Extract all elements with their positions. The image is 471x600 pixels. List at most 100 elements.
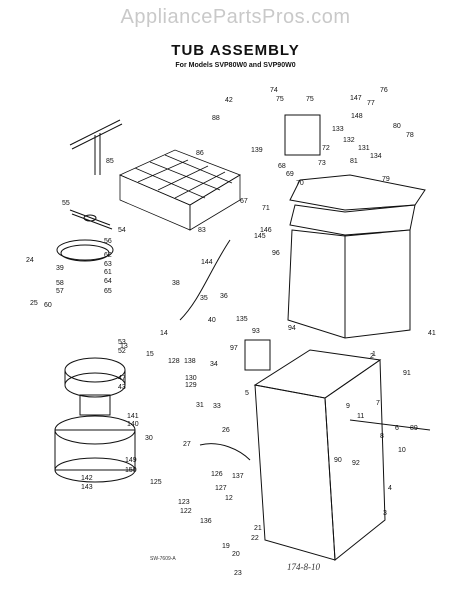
callout-129: 129 [185, 382, 197, 389]
callout-86: 86 [196, 150, 204, 157]
callout-34: 34 [210, 361, 218, 368]
callout-6: 6 [395, 425, 399, 432]
callout-30: 30 [145, 435, 153, 442]
callout-77: 77 [367, 100, 375, 107]
diagram-subtitle: For Models SVP80W0 and SVP90W0 [175, 62, 296, 69]
callout-13: 13 [120, 343, 128, 350]
spray-arm [69, 119, 123, 175]
callout-61: 61 [104, 269, 112, 276]
callout-91: 91 [403, 370, 411, 377]
cabinet [253, 349, 386, 561]
callout-2: 2 [370, 353, 374, 360]
diagram-title: TUB ASSEMBLY [171, 42, 300, 59]
callout-73: 73 [318, 160, 326, 167]
callout-80: 80 [393, 123, 401, 130]
callout-40: 40 [208, 317, 216, 324]
heating-element [56, 239, 114, 262]
callout-75b: 75 [306, 96, 314, 103]
callout-90: 90 [334, 457, 342, 464]
filter-bracket [284, 114, 321, 156]
callout-146: 146 [260, 227, 272, 234]
callout-9: 9 [346, 403, 350, 410]
callout-21: 21 [254, 525, 262, 532]
callout-labels: 1 2 3 4 5 6 7 8 9 10 11 12 13 14 15 19 2… [26, 87, 436, 577]
callout-12: 12 [225, 495, 233, 502]
callout-147: 147 [350, 95, 362, 102]
callout-136: 136 [200, 518, 212, 525]
callout-127: 127 [215, 485, 227, 492]
callout-20: 20 [232, 551, 240, 558]
callout-55: 55 [62, 200, 70, 207]
callout-4: 4 [388, 485, 392, 492]
callout-144: 144 [201, 259, 213, 266]
callout-71: 71 [262, 205, 270, 212]
callout-78: 78 [406, 132, 414, 139]
callout-74: 74 [270, 87, 278, 94]
callout-97: 97 [230, 345, 238, 352]
callout-141: 141 [127, 413, 139, 420]
callout-67: 67 [240, 198, 248, 205]
callout-69: 69 [286, 171, 294, 178]
callout-39: 39 [56, 265, 64, 272]
callout-64: 64 [104, 278, 112, 285]
callout-134: 134 [370, 153, 382, 160]
callout-139: 139 [251, 147, 263, 154]
callout-93: 93 [252, 328, 260, 335]
callout-5: 5 [245, 390, 249, 397]
callout-63: 63 [104, 261, 112, 268]
callout-72: 72 [322, 145, 330, 152]
callout-143: 143 [81, 484, 93, 491]
timer [244, 339, 271, 371]
callout-122: 122 [180, 508, 192, 515]
callout-149: 149 [125, 457, 137, 464]
lower-spray-arm [69, 209, 113, 230]
callout-1: 1 [372, 351, 376, 358]
callout-26: 26 [222, 427, 230, 434]
callout-125: 125 [150, 479, 162, 486]
callout-70: 70 [296, 180, 304, 187]
callout-148: 148 [351, 113, 363, 120]
callout-23: 23 [234, 570, 242, 577]
callout-135: 135 [236, 316, 248, 323]
callout-92: 92 [352, 460, 360, 467]
callout-89: 89 [410, 425, 418, 432]
handwritten-note: 174-8-10 [287, 562, 320, 572]
callout-54: 54 [118, 227, 126, 234]
callout-65: 65 [104, 288, 112, 295]
callout-47: 47 [118, 375, 126, 382]
tub [287, 174, 426, 339]
callout-81: 81 [350, 158, 358, 165]
callout-138: 138 [184, 358, 196, 365]
callout-38: 38 [172, 280, 180, 287]
callout-145: 145 [254, 233, 266, 240]
drawing-code: SW-7609-A [150, 556, 176, 562]
callout-19: 19 [222, 543, 230, 550]
callout-75a: 75 [276, 96, 284, 103]
callout-3: 3 [383, 510, 387, 517]
callout-58: 58 [56, 280, 64, 287]
callout-25: 25 [30, 300, 38, 307]
fill-hose [179, 239, 231, 321]
callout-42: 42 [225, 97, 233, 104]
callout-131: 131 [358, 145, 370, 152]
callout-130: 130 [185, 375, 197, 382]
callout-15: 15 [146, 351, 154, 358]
callout-68: 68 [278, 163, 286, 170]
callout-88: 88 [212, 115, 220, 122]
callout-52: 52 [118, 348, 126, 355]
drain-hose [199, 443, 251, 461]
callout-126: 126 [211, 471, 223, 478]
callout-76: 76 [380, 87, 388, 94]
callout-137: 137 [232, 473, 244, 480]
callout-56: 56 [104, 238, 112, 245]
callout-8: 8 [380, 433, 384, 440]
callout-85: 85 [106, 158, 114, 165]
callout-83: 83 [198, 227, 206, 234]
callout-123: 123 [178, 499, 190, 506]
hinge-rod [349, 419, 431, 431]
dish-rack [119, 149, 241, 231]
callout-94: 94 [288, 325, 296, 332]
watermark: AppliancePartsPros.com [120, 6, 351, 28]
callout-79: 79 [382, 176, 390, 183]
